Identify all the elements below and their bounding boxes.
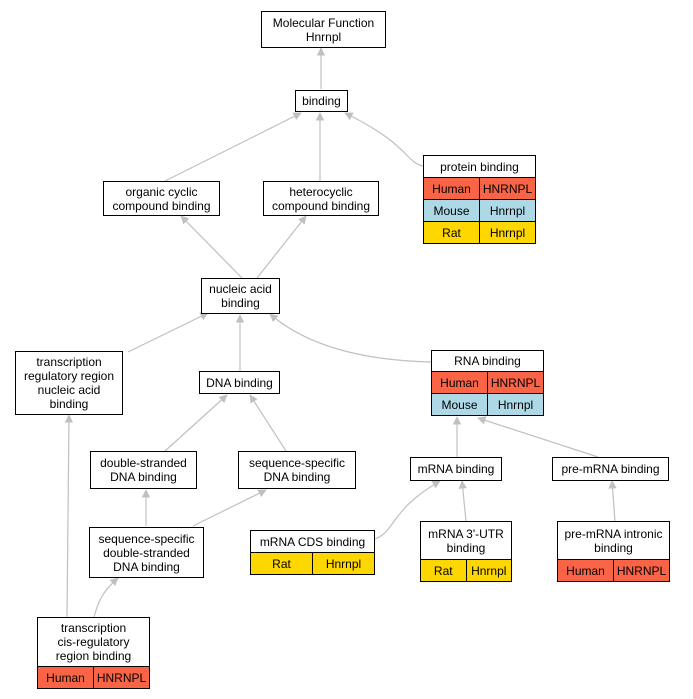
node-title: transcription cis-regulatory region bind…	[55, 621, 132, 663]
node-title: pre-mRNA intronic binding	[564, 526, 663, 555]
edge-trna-nucleic	[127, 312, 209, 353]
edge-nucleic-organic	[180, 215, 243, 279]
node-transcription-cis-regulatory-region-binding[interactable]: transcription cis-regulatory region bind…	[37, 617, 150, 689]
gene-cell[interactable]: Hnrnpl	[479, 200, 535, 221]
node-title: mRNA binding	[417, 462, 495, 476]
node-title: sequence-specific double-stranded DNA bi…	[98, 531, 195, 574]
species-cell: Human	[38, 667, 93, 688]
gene-row-rat: Rat Hnrnpl	[251, 552, 374, 574]
node-double-stranded-dna-binding[interactable]: double-stranded DNA binding	[90, 451, 197, 489]
node-title: sequence-specific DNA binding	[248, 456, 346, 484]
species-cell: Rat	[424, 222, 479, 243]
edge-intronic-premrna	[608, 480, 617, 522]
node-organic-cyclic-compound-binding[interactable]: organic cyclic compound binding	[103, 181, 220, 216]
edge-cis-seqds	[93, 577, 119, 618]
gene-cell[interactable]: Hnrnpl	[312, 553, 374, 574]
gene-row-mouse: Mouse Hnrnpl	[424, 199, 535, 221]
species-cell: Rat	[421, 560, 466, 581]
edge-nucleic-hetero	[256, 215, 307, 279]
node-title: mRNA CDS binding	[259, 534, 366, 549]
node-heterocyclic-compound-binding[interactable]: heterocyclic compound binding	[263, 181, 379, 216]
edge-premrna-rna	[477, 416, 599, 458]
node-sequence-specific-dna-binding[interactable]: sequence-specific DNA binding	[238, 451, 356, 489]
node-pre-mrna-intronic-binding[interactable]: pre-mRNA intronic binding Human HNRNPL	[557, 521, 670, 582]
gene-row-human: Human HNRNPL	[38, 666, 149, 688]
edge-protein-binding	[344, 112, 424, 167]
species-cell: Rat	[251, 553, 312, 574]
node-mrna-cds-binding[interactable]: mRNA CDS binding Rat Hnrnpl	[250, 530, 375, 575]
node-protein-binding[interactable]: protein binding Human HNRNPL Mouse Hnrnp…	[423, 155, 536, 244]
node-binding[interactable]: binding	[295, 90, 348, 112]
species-cell: Human	[424, 178, 479, 199]
node-title: RNA binding	[454, 354, 521, 368]
gene-row-human: Human HNRNPL	[558, 559, 669, 581]
node-mrna-binding[interactable]: mRNA binding	[410, 457, 502, 481]
gene-cell[interactable]: HNRNPL	[479, 178, 535, 199]
species-cell: Mouse	[432, 394, 487, 415]
gene-cell[interactable]: Hnrnpl	[479, 222, 535, 243]
gene-cell[interactable]: HNRNPL	[93, 667, 149, 688]
edge-seqds-ssdna	[192, 489, 267, 527]
edge-dsdna-dna	[164, 394, 228, 452]
node-title: heterocyclic compound binding	[271, 184, 371, 213]
edge-rna-nucleic	[269, 313, 432, 363]
node-title: organic cyclic compound binding	[112, 184, 211, 213]
node-mrna-3utr-binding[interactable]: mRNA 3'-UTR binding Rat Hnrnpl	[420, 521, 512, 582]
gene-row-rat: Rat Hnrnpl	[424, 221, 535, 243]
gene-row-rat: Rat Hnrnpl	[421, 559, 511, 581]
species-cell: Human	[432, 372, 487, 393]
node-rna-binding[interactable]: RNA binding Human HNRNPL Mouse Hnrnpl	[431, 350, 544, 416]
gene-row-human: Human HNRNPL	[432, 371, 543, 393]
edge-ssdna-dna	[249, 394, 287, 452]
node-molecular-function[interactable]: Molecular Function Hnrnpl	[261, 11, 386, 48]
gene-cell[interactable]: Hnrnpl	[487, 394, 543, 415]
node-pre-mrna-binding[interactable]: pre-mRNA binding	[552, 457, 669, 481]
edge-cds-mrna	[374, 480, 441, 540]
gene-row-mouse: Mouse Hnrnpl	[432, 393, 543, 415]
node-sequence-specific-double-stranded-dna-binding[interactable]: sequence-specific double-stranded DNA bi…	[89, 527, 204, 578]
edge-utr-mrna	[458, 480, 467, 522]
node-title: binding	[302, 94, 341, 108]
node-title: DNA binding	[206, 375, 273, 390]
node-transcription-regulatory-region-binding[interactable]: transcription regulatory region nucleic …	[15, 351, 123, 415]
edge-organic-binding	[164, 112, 302, 182]
node-dna-binding[interactable]: DNA binding	[199, 371, 280, 394]
gene-cell[interactable]: HNRNPL	[613, 560, 669, 581]
node-title: mRNA 3'-UTR binding	[428, 526, 504, 555]
node-title: transcription regulatory region nucleic …	[23, 355, 115, 411]
node-title: protein binding	[440, 159, 519, 174]
species-cell: Human	[558, 560, 613, 581]
gene-cell[interactable]: Hnrnpl	[465, 560, 511, 581]
gene-cell[interactable]: HNRNPL	[487, 372, 543, 393]
node-title: double-stranded DNA binding	[100, 456, 187, 484]
node-title: pre-mRNA binding	[561, 462, 660, 476]
gene-row-human: Human HNRNPL	[424, 177, 535, 199]
node-nucleic-acid-binding[interactable]: nucleic acid binding	[201, 278, 280, 314]
node-title: nucleic acid binding	[209, 282, 272, 310]
species-cell: Mouse	[424, 200, 479, 221]
node-title: Molecular Function Hnrnpl	[272, 15, 375, 44]
edge-cis-trna	[64, 414, 74, 618]
